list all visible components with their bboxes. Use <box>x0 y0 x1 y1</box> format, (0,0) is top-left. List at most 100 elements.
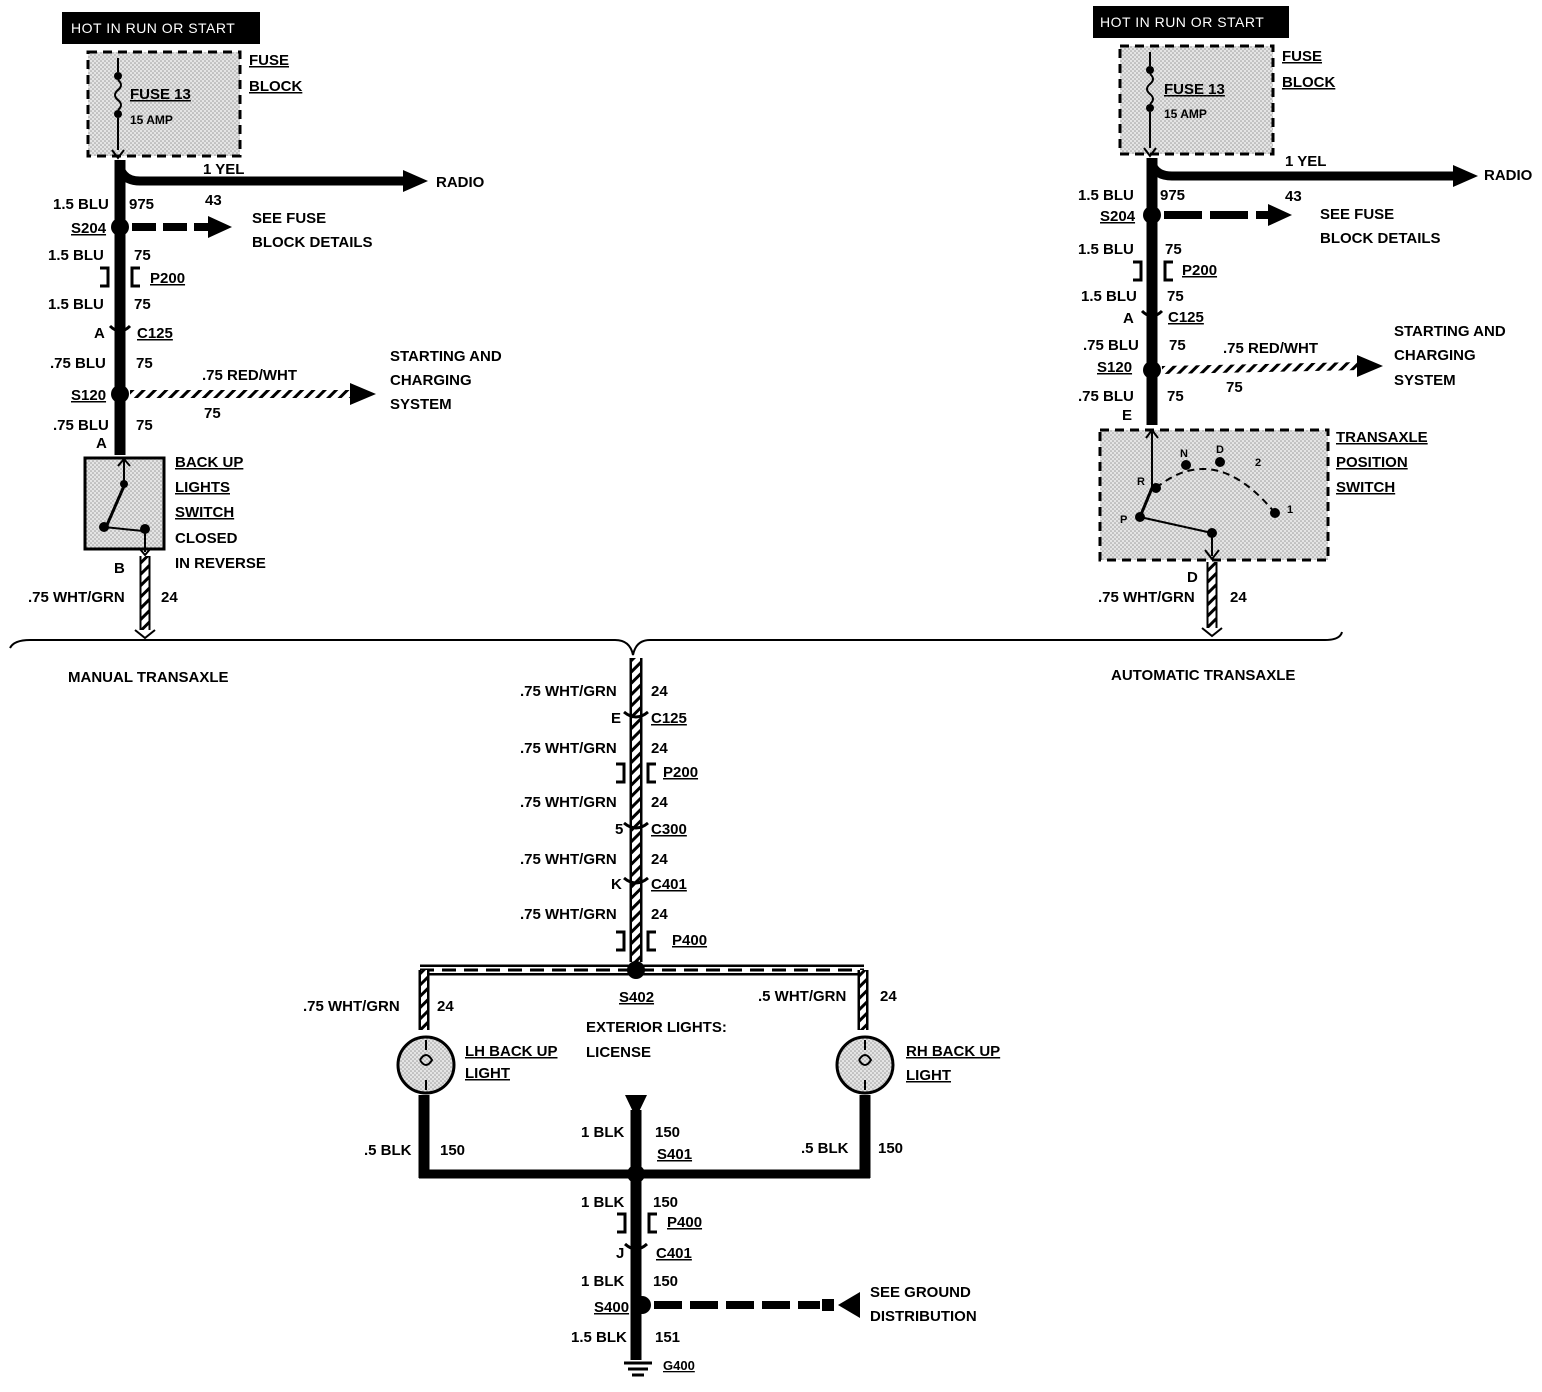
manual-w3-circuit: 75 <box>134 296 151 313</box>
auto-fuse-terminal-top <box>1146 66 1154 74</box>
p400b-icon-right <box>647 1212 657 1234</box>
manual-p200-label: P200 <box>150 270 185 287</box>
manual-s120-label: S120 <box>71 387 106 404</box>
manual-s204-splice <box>111 218 129 236</box>
manual-out-circuit: 24 <box>161 589 178 606</box>
ext-lights-2: LICENSE <box>586 1044 651 1061</box>
c401b-pin: J <box>616 1245 624 1262</box>
manual-section-title: MANUAL TRANSAXLE <box>68 669 229 686</box>
g400-label: G400 <box>663 1358 695 1373</box>
s401-label: S401 <box>657 1146 692 1163</box>
auto-w4-size: .75 BLU <box>1083 337 1139 354</box>
auto-fuse-detail-arrow-icon <box>1268 204 1292 226</box>
manual-fuse-connector-icon <box>111 149 125 160</box>
auto-pos-r: R <box>1137 476 1145 488</box>
manual-w2-circuit: 75 <box>134 247 151 264</box>
auto-starting-arrow-icon <box>1357 355 1383 377</box>
c401b-icon <box>623 1242 649 1251</box>
manual-switch-contact-top <box>120 480 128 488</box>
c300-pin: 5 <box>615 821 623 838</box>
auto-s120-label: S120 <box>1097 359 1132 376</box>
see-ground-1: SEE GROUND <box>870 1284 971 1301</box>
manual-sw-note-1: CLOSED <box>175 530 238 547</box>
manual-radio-label: RADIO <box>436 174 485 191</box>
p200-icon-right <box>646 762 656 784</box>
manual-fuse-icon <box>114 79 122 111</box>
auto-pos-1: 1 <box>1287 504 1293 516</box>
auto-section-title: AUTOMATIC TRANSAXLE <box>1111 667 1295 684</box>
rh-size: .5 WHT/GRN <box>758 988 846 1005</box>
auto-switch-connector-bottom-icon <box>1204 549 1220 561</box>
auto-out-circuit: 24 <box>1230 589 1247 606</box>
auto-starting-wire <box>1161 362 1363 374</box>
auto-w2-circuit: 75 <box>1165 241 1182 258</box>
p400b-icon <box>617 1212 627 1234</box>
auto-w1-size: 1.5 BLU <box>1078 187 1134 204</box>
common-circuit: .75 WHT/GRN 24 E C125 .75 WHT/GRN 24 P20… <box>303 658 1000 1377</box>
t5-size: .75 WHT/GRN <box>520 906 617 923</box>
s400-label: S400 <box>594 1299 629 1316</box>
auto-p200-icon-right <box>1163 260 1173 282</box>
auto-switch-link <box>1139 516 1213 534</box>
t3-circuit: 24 <box>651 794 668 811</box>
manual-fuse-terminal-top <box>114 72 122 80</box>
manual-starting-1: STARTING AND <box>390 348 502 365</box>
auto-position-switch-box <box>1098 428 1330 562</box>
auto-fuse-icon <box>1146 73 1154 105</box>
manual-switch-blade <box>105 485 126 526</box>
lh-gnd-circuit: 150 <box>440 1142 465 1159</box>
manual-w4-circuit: 75 <box>136 355 153 372</box>
auto-fuse-connector-icon <box>1143 147 1157 158</box>
g4-size: 1.5 BLK <box>571 1329 627 1346</box>
auto-w4-circuit: 75 <box>1169 337 1186 354</box>
manual-transaxle-branch: HOT IN RUN OR START FUSE 13 15 AMP FUSE … <box>28 12 502 640</box>
auto-fuse-block-label-2: BLOCK <box>1282 74 1335 91</box>
lh-size: .75 WHT/GRN <box>303 998 400 1015</box>
auto-switch-contact-r <box>1151 483 1161 493</box>
auto-switch-contact-n <box>1181 460 1191 470</box>
auto-header: HOT IN RUN OR START <box>1100 14 1264 30</box>
c401b-label: C401 <box>656 1245 692 1262</box>
rh-gnd-circuit: 150 <box>878 1140 903 1157</box>
rh-label-2: LIGHT <box>906 1067 951 1084</box>
auto-starting-2: CHARGING <box>1394 347 1476 364</box>
t3-size: .75 WHT/GRN <box>520 794 617 811</box>
lh-label-2: LIGHT <box>465 1065 510 1082</box>
t1-size: .75 WHT/GRN <box>520 683 617 700</box>
lh-gnd-size: .5 BLK <box>364 1142 412 1159</box>
auto-switch-contact-d <box>1215 457 1225 467</box>
c401-pin: K <box>611 876 622 893</box>
auto-w5-circuit: 75 <box>1167 388 1184 405</box>
t2-size: .75 WHT/GRN <box>520 740 617 757</box>
manual-w4-size: .75 BLU <box>50 355 106 372</box>
auto-w2-size: 1.5 BLU <box>1078 241 1134 258</box>
auto-switch-contact-1 <box>1270 508 1280 518</box>
c401-icon <box>623 876 649 885</box>
manual-c125-label: C125 <box>137 325 173 342</box>
c300-label: C300 <box>651 821 687 838</box>
t1-circuit: 24 <box>651 683 668 700</box>
auto-header-box <box>1093 6 1289 38</box>
manual-radio-wire <box>115 166 405 186</box>
auto-s120-splice <box>1143 361 1161 379</box>
auto-pos-2: 2 <box>1255 457 1261 469</box>
manual-header-box <box>62 12 260 44</box>
manual-see-fuse-2: BLOCK DETAILS <box>252 234 373 251</box>
auto-output-break-icon <box>1201 627 1223 638</box>
manual-sw-pin-a: A <box>96 435 107 452</box>
manual-switch-connector-bottom-icon <box>138 547 152 557</box>
manual-see-fuse-1: SEE FUSE <box>252 210 326 227</box>
auto-radio-label: RADIO <box>1484 167 1533 184</box>
g4-circuit: 151 <box>655 1329 680 1346</box>
lh-circuit: 24 <box>437 998 454 1015</box>
g3-circuit: 150 <box>653 1273 678 1290</box>
auto-s204-splice <box>1143 206 1161 224</box>
ground-distribution-connector <box>822 1299 834 1311</box>
c401-label: C401 <box>651 876 687 893</box>
auto-fuse-rating: 15 AMP <box>1164 107 1207 121</box>
manual-radio-arrow-icon <box>403 170 428 192</box>
auto-w1-circuit: 975 <box>1160 187 1185 204</box>
auto-see-fuse-2: BLOCK DETAILS <box>1320 230 1441 247</box>
auto-sw-label-2: POSITION <box>1336 454 1408 471</box>
